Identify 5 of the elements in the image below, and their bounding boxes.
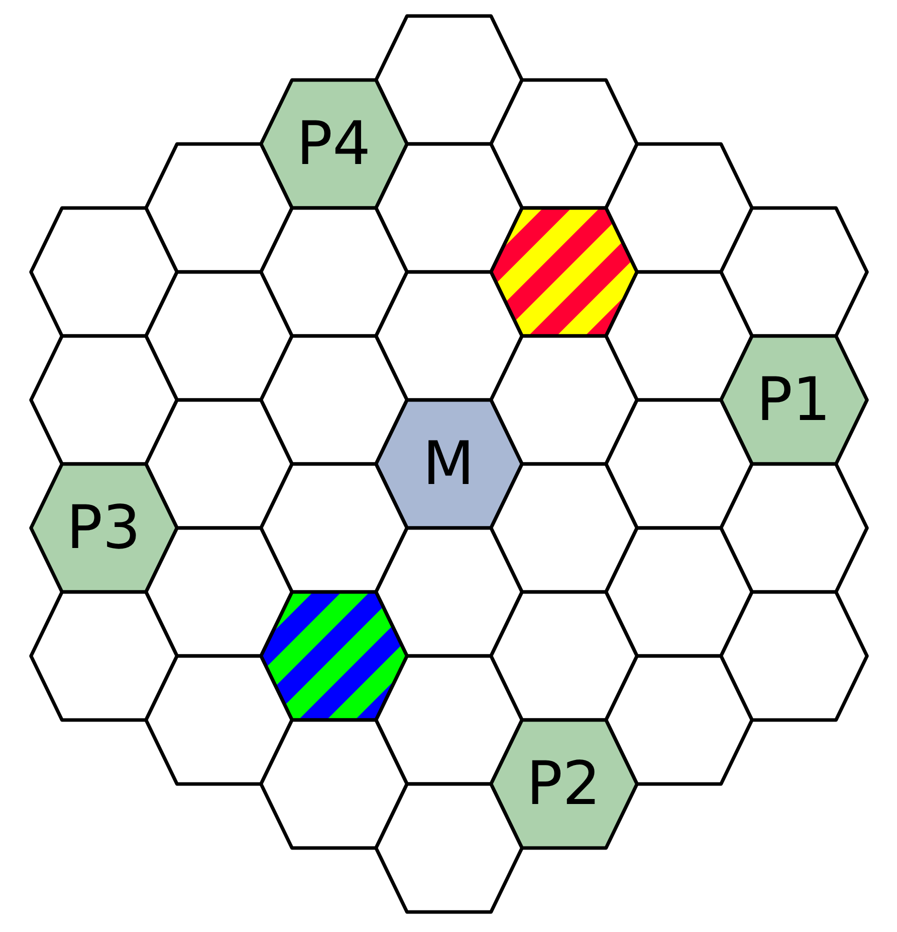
tile-label: M [422, 434, 474, 494]
tile-label: P1 [756, 370, 831, 430]
tile-label: P4 [296, 114, 371, 174]
tile-label: P3 [66, 498, 141, 558]
tile-label: P2 [526, 754, 601, 814]
